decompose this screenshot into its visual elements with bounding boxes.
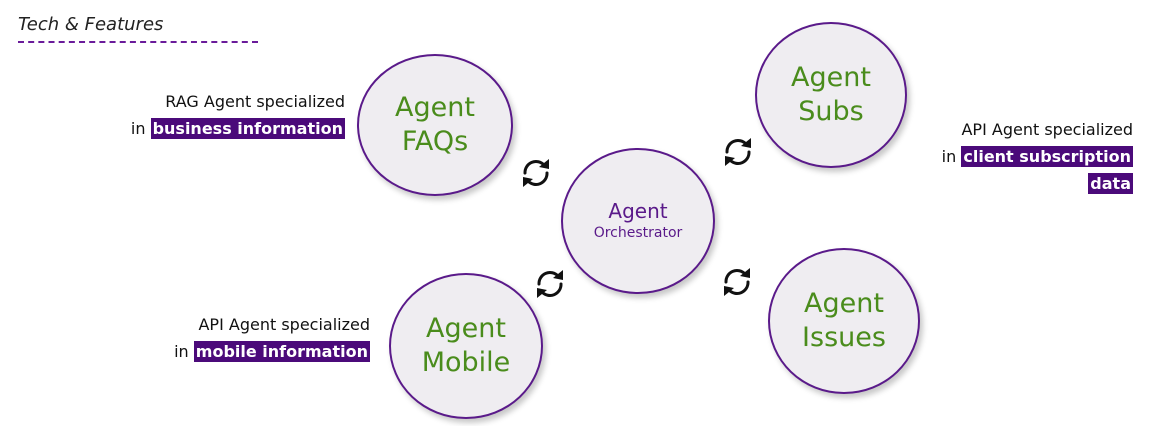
sync-cycle-icon <box>537 270 563 298</box>
sync-cycle-icon <box>725 138 751 166</box>
title-dashed-underline <box>18 41 258 43</box>
faqs-description: RAG Agent specialized in business inform… <box>131 88 345 142</box>
faqs-description-prefix: in <box>130 119 146 138</box>
agent-issues-node: Agent Issues <box>768 248 920 394</box>
sync-cycle-icon <box>523 159 549 187</box>
agent-faqs-node: Agent FAQs <box>357 54 513 196</box>
sync-cycle-icon <box>724 268 750 296</box>
subs-description-prefix: in <box>941 147 957 166</box>
agent-mobile-node: Agent Mobile <box>389 273 543 419</box>
agent-orchestrator-node: Agent Orchestrator <box>561 148 715 294</box>
subs-description-line1: API Agent specialized <box>961 120 1133 139</box>
mobile-description-prefix: in <box>174 342 189 361</box>
agent-issues-line2: Issues <box>802 322 886 353</box>
agent-orchestrator-line2: Orchestrator <box>593 225 683 241</box>
agent-faqs-line2: FAQs <box>401 126 469 157</box>
agent-orchestrator-line1: Agent <box>608 199 668 223</box>
subs-description: API Agent specialized in client subscrip… <box>942 116 1133 197</box>
header: Tech & Features <box>18 14 258 43</box>
agent-subs-node: Agent Subs <box>755 22 907 168</box>
mobile-description-line1: API Agent specialized <box>198 315 370 334</box>
subs-description-line3: data <box>1088 173 1133 194</box>
agent-faqs-line1: Agent <box>395 92 475 123</box>
page-title: Tech & Features <box>18 14 164 35</box>
subs-description-highlight: client subscription <box>961 146 1133 167</box>
agent-mobile-line1: Agent <box>426 313 506 344</box>
faqs-description-highlight: business information <box>150 118 345 139</box>
agent-mobile-line2: Mobile <box>421 347 511 378</box>
mobile-description: API Agent specialized in mobile informat… <box>174 311 370 365</box>
agent-subs-line2: Subs <box>798 96 864 127</box>
agent-issues-line1: Agent <box>804 288 884 319</box>
mobile-description-highlight: mobile information <box>193 341 370 362</box>
agent-subs-line1: Agent <box>791 62 871 93</box>
faqs-description-line1: RAG Agent specialized <box>165 92 345 111</box>
